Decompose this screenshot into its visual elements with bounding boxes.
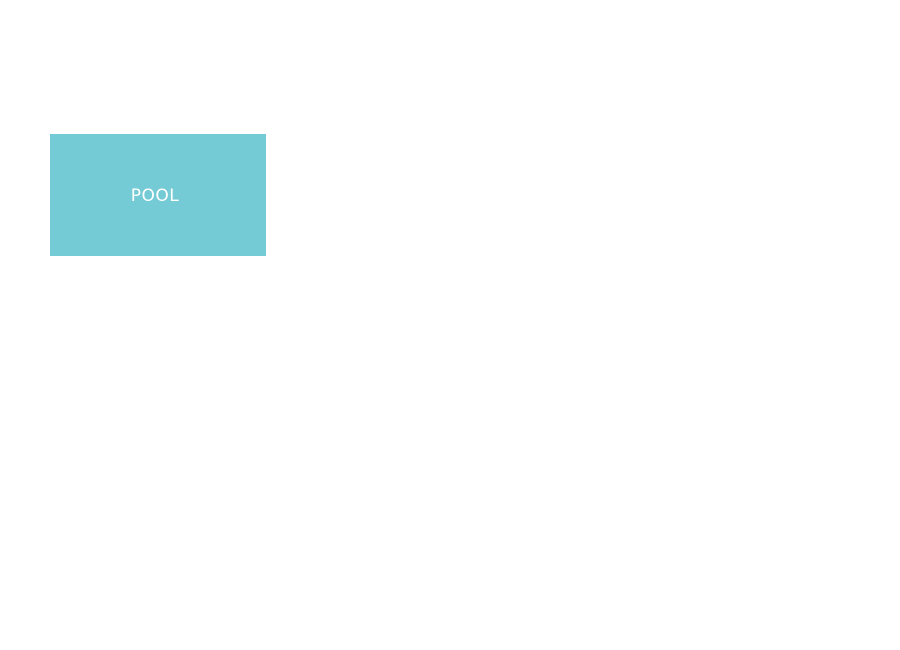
pool-tile[interactable]: POOL — [50, 134, 266, 256]
pool-tile-label: POOL — [130, 186, 180, 206]
